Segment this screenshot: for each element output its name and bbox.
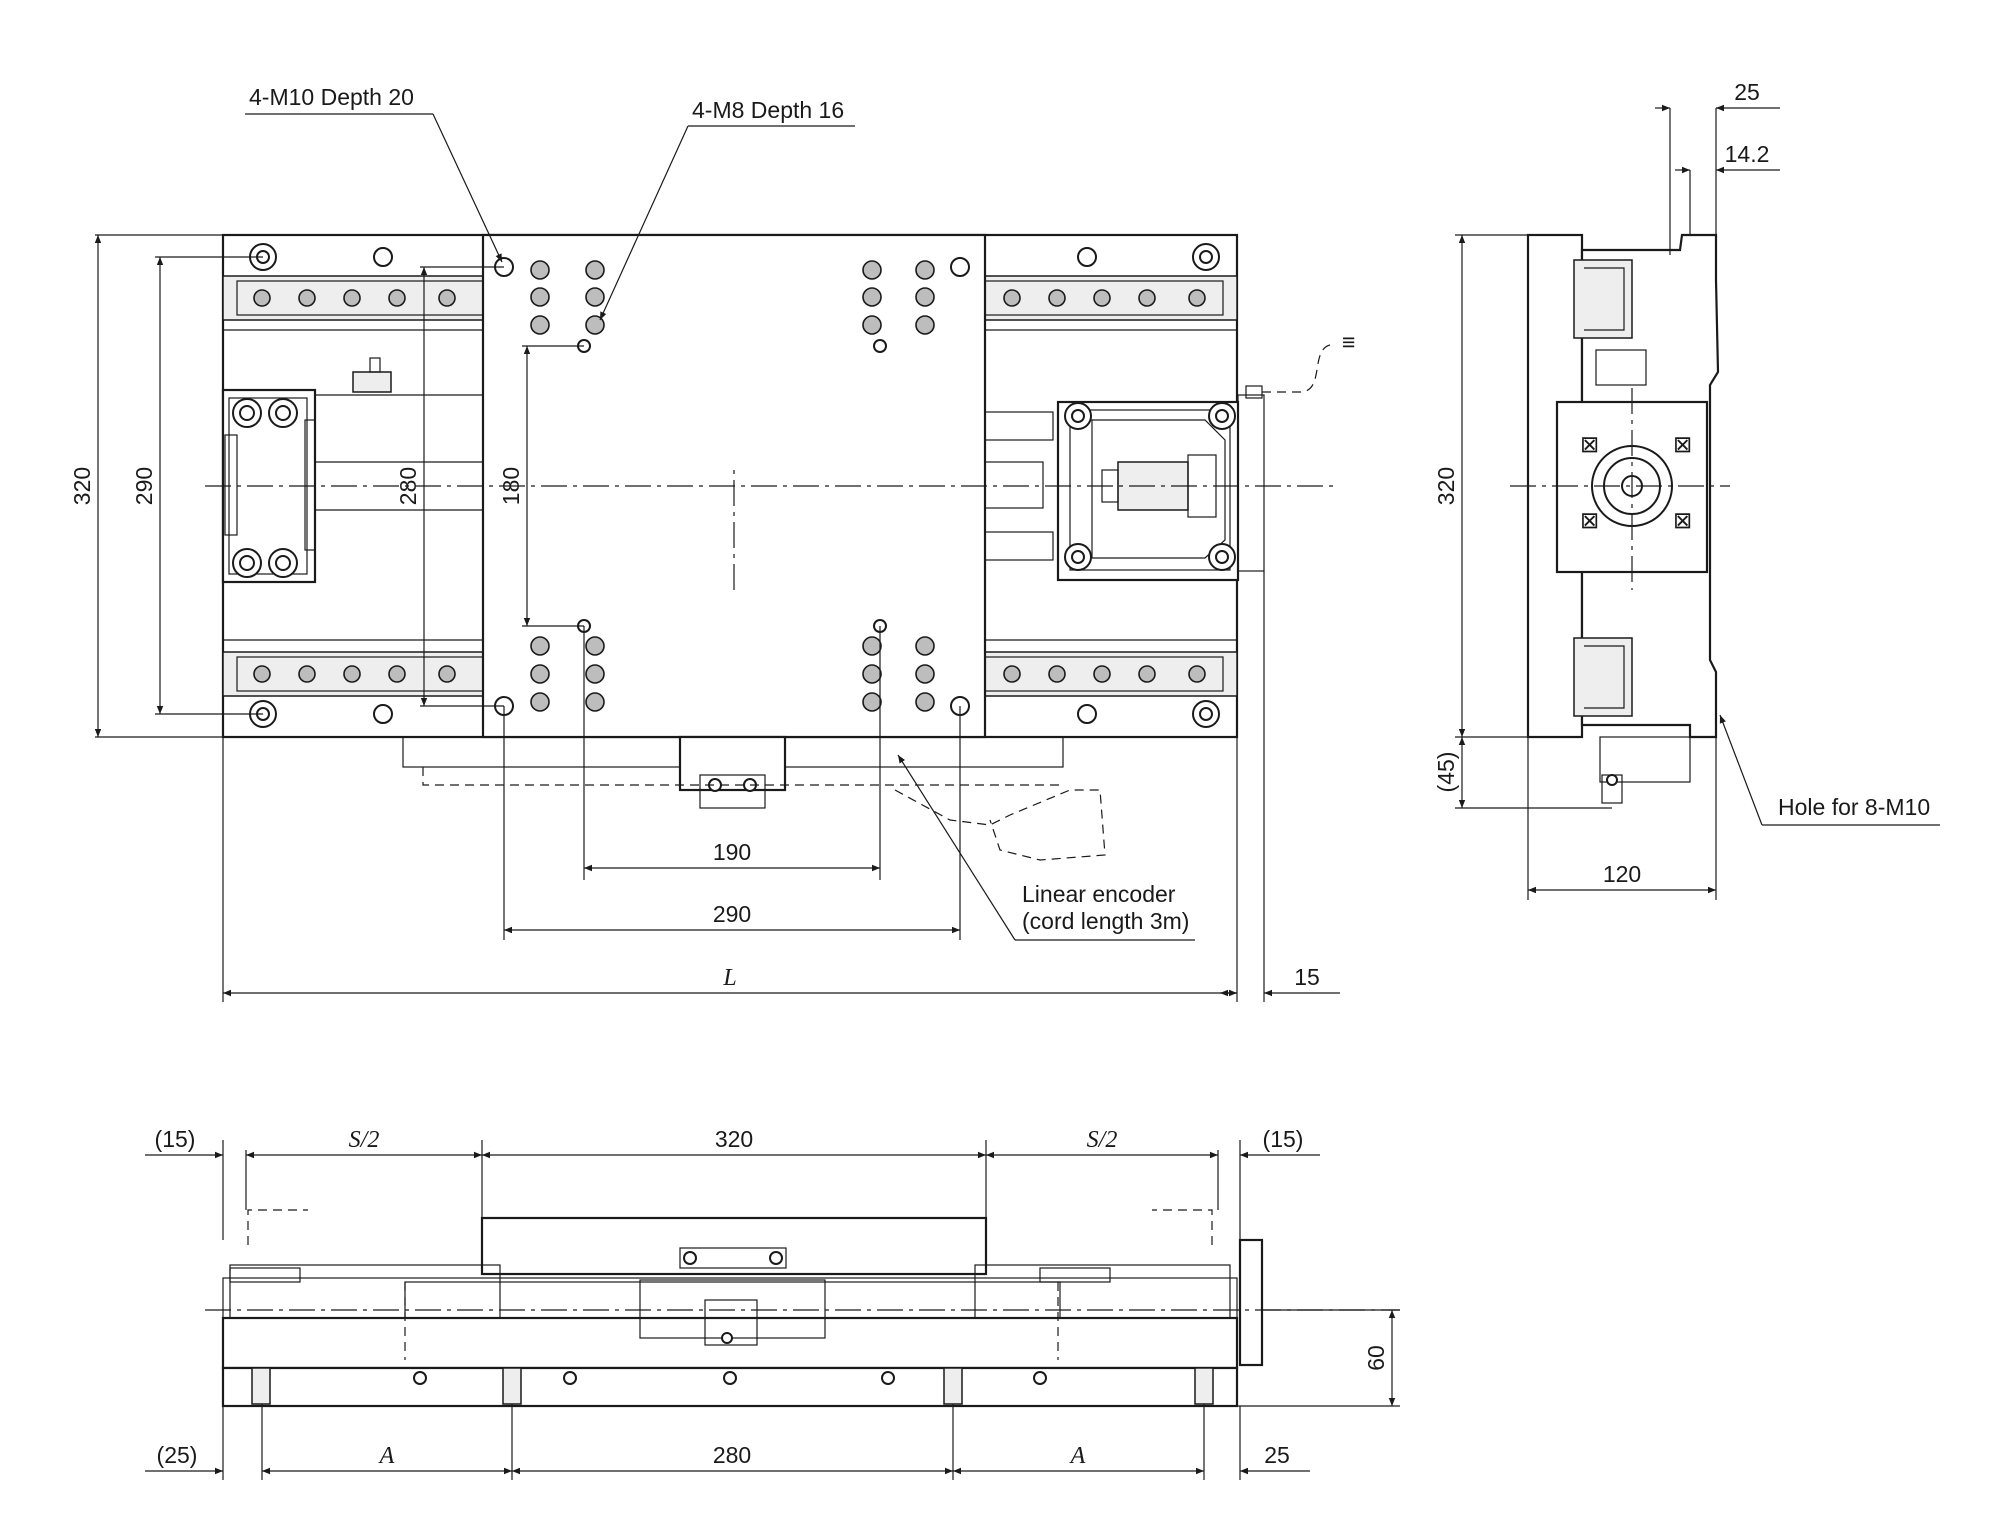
cable-end-mark: ≡	[1342, 329, 1355, 355]
side-rail-bottom	[1573, 637, 1633, 717]
dim-290-height: 290	[131, 467, 157, 505]
dim-290-width: 290	[713, 901, 751, 927]
front-base-bolts	[251, 1367, 1214, 1405]
svg-text:⊠: ⊠	[1580, 507, 1599, 533]
dim-15-offset: 15	[1294, 964, 1320, 990]
callout-m8: 4-M8 Depth 16	[692, 97, 844, 123]
front-table	[480, 1216, 988, 1276]
side-view: ⊠ ⊠ ⊠ ⊠	[1510, 233, 1730, 804]
side-dim-45: (45)	[1433, 752, 1459, 793]
callout-encoder-1: Linear encoder	[1022, 881, 1176, 907]
rail-bolts-bottom	[253, 665, 1206, 683]
table-holes	[494, 257, 970, 716]
dim-length-L: L	[722, 965, 736, 991]
front-dim-a-right: A	[1069, 1443, 1086, 1469]
dim-190-width: 190	[713, 839, 751, 865]
dim-320-height: 320	[69, 467, 95, 505]
callout-side-hole: Hole for 8-M10	[1778, 794, 1930, 820]
callouts: 4-M10 Depth 20 4-M8 Depth 16 Linear enco…	[245, 84, 1940, 941]
side-dim-120: 120	[1603, 861, 1641, 887]
side-dim-25: 25	[1734, 79, 1760, 105]
front-view	[205, 1209, 1400, 1408]
front-view-dimensions: (15) S/2 320 S/2 (15) (25) A 280 A 25 60	[145, 1126, 1400, 1480]
side-dim-320: 320	[1433, 467, 1459, 505]
front-dim-a-left: A	[378, 1443, 395, 1469]
callout-m10: 4-M10 Depth 20	[249, 84, 414, 110]
front-dim-s2-left: S/2	[349, 1127, 380, 1153]
encoder-head	[678, 735, 787, 792]
svg-text:⊠: ⊠	[1673, 431, 1692, 457]
top-view-dimensions: 320 290 280 180 190 290 L 15	[69, 234, 1340, 1002]
front-dim-25-right: 25	[1264, 1442, 1290, 1468]
front-dim-25-left: (25)	[157, 1442, 198, 1468]
rail-bolts-top	[253, 289, 1206, 307]
dim-180-height: 180	[498, 467, 524, 505]
front-dim-280: 280	[713, 1442, 751, 1468]
front-dim-320: 320	[715, 1126, 753, 1152]
svg-text:⊠: ⊠	[1673, 507, 1692, 533]
svg-text:⊠: ⊠	[1580, 431, 1599, 457]
callout-encoder-2: (cord length 3m)	[1022, 908, 1189, 934]
limit-sensor	[352, 371, 392, 393]
front-dim-60: 60	[1363, 1345, 1389, 1371]
front-dim-15-left: (15)	[155, 1126, 196, 1152]
side-rail-top	[1573, 259, 1633, 339]
dim-280-height: 280	[395, 467, 421, 505]
encoder-cable	[1262, 344, 1331, 393]
side-view-dimensions: 25 14.2 320 (45) 120	[1433, 79, 1780, 900]
front-motor-flange	[1238, 1238, 1264, 1367]
top-view: ≡	[205, 233, 1355, 861]
front-dim-s2-right: S/2	[1087, 1127, 1118, 1153]
front-dim-15-right: (15)	[1263, 1126, 1304, 1152]
side-dim-14-2: 14.2	[1725, 141, 1770, 167]
